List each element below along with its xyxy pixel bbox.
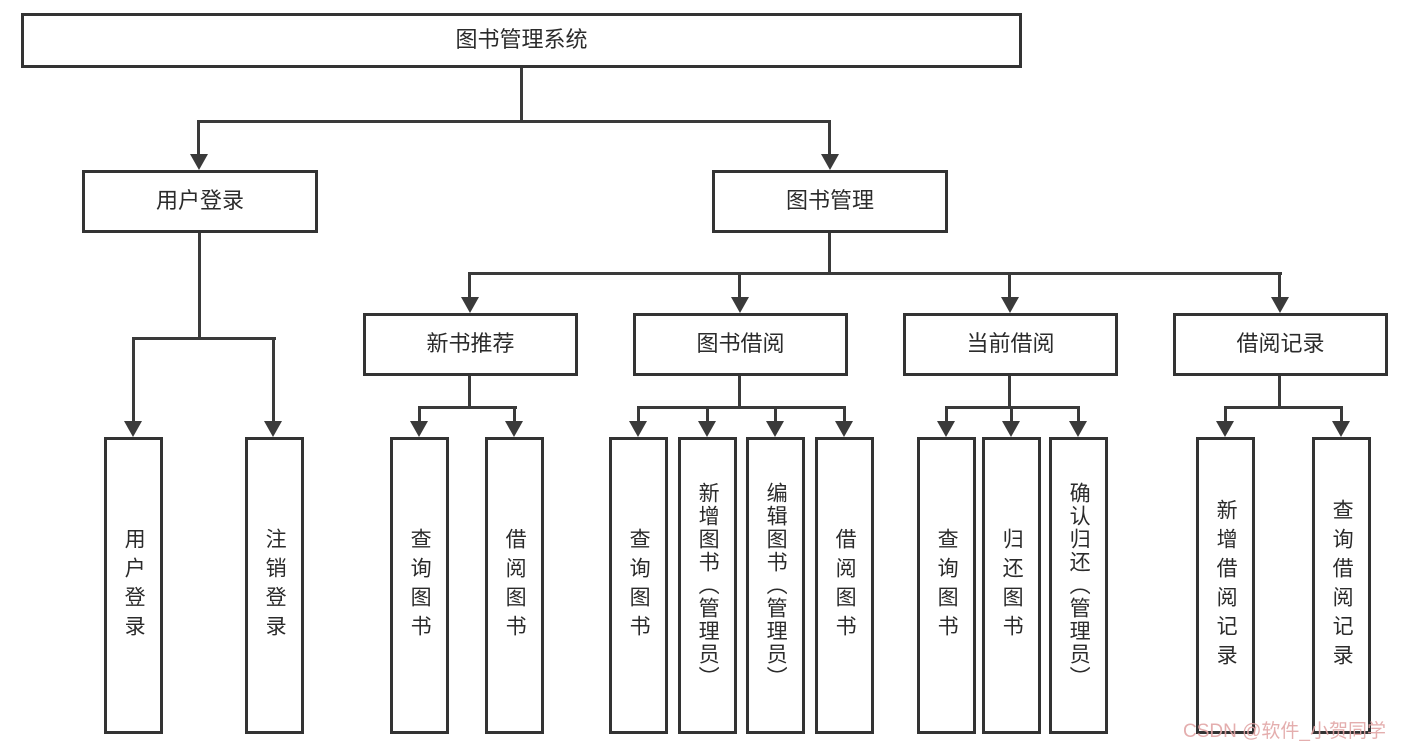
arrowhead-down-icon bbox=[1069, 421, 1087, 437]
node-return-books: 归还图书 bbox=[982, 437, 1041, 734]
connector-hline bbox=[418, 406, 517, 409]
arrowhead-down-icon bbox=[1332, 421, 1350, 437]
connector-hline bbox=[198, 120, 831, 123]
connector-vline bbox=[198, 233, 201, 339]
node-confirm-return-admin: 确认归还（管理员） bbox=[1049, 437, 1108, 734]
connector-vline bbox=[738, 272, 741, 299]
connector-vline bbox=[468, 376, 471, 408]
arrowhead-down-icon bbox=[505, 421, 523, 437]
connector-vline bbox=[843, 406, 846, 423]
arrowhead-down-icon bbox=[1002, 421, 1020, 437]
arrowhead-down-icon bbox=[698, 421, 716, 437]
node-query-books: 查询图书 bbox=[917, 437, 976, 734]
arrowhead-down-icon bbox=[1271, 297, 1289, 313]
node-user-login: 用户登录 bbox=[82, 170, 318, 233]
connector-vline bbox=[272, 337, 275, 423]
connector-vline bbox=[637, 406, 640, 423]
arrowhead-down-icon bbox=[190, 154, 208, 170]
connector-vline bbox=[945, 406, 948, 423]
node-logout: 注销登录 bbox=[245, 437, 304, 734]
connector-vline bbox=[132, 337, 135, 423]
node-library-management-system: 图书管理系统 bbox=[21, 13, 1022, 68]
arrowhead-down-icon bbox=[410, 421, 428, 437]
arrowhead-down-icon bbox=[766, 421, 784, 437]
connector-hline bbox=[132, 337, 276, 340]
node-current-borrowing: 当前借阅 bbox=[903, 313, 1118, 376]
connector-vline bbox=[1077, 406, 1080, 423]
arrowhead-down-icon bbox=[731, 297, 749, 313]
connector-hline bbox=[637, 406, 846, 409]
arrowhead-down-icon bbox=[1001, 297, 1019, 313]
node-query-books: 查询图书 bbox=[609, 437, 668, 734]
connector-vline bbox=[418, 406, 421, 423]
connector-vline bbox=[1008, 272, 1011, 299]
connector-hline bbox=[468, 272, 1282, 275]
arrowhead-down-icon bbox=[835, 421, 853, 437]
connector-vline bbox=[828, 233, 831, 274]
arrowhead-down-icon bbox=[461, 297, 479, 313]
connector-vline bbox=[197, 120, 200, 156]
connector-vline bbox=[468, 272, 471, 299]
node-book-management: 图书管理 bbox=[712, 170, 948, 233]
node-borrow-books: 借阅图书 bbox=[485, 437, 544, 734]
node-edit-books-admin: 编辑图书（管理员） bbox=[746, 437, 805, 734]
arrowhead-down-icon bbox=[629, 421, 647, 437]
node-new-book-recommendation: 新书推荐 bbox=[363, 313, 578, 376]
connector-vline bbox=[706, 406, 709, 423]
arrowhead-down-icon bbox=[124, 421, 142, 437]
connector-vline bbox=[738, 376, 741, 408]
connector-vline bbox=[774, 406, 777, 423]
csdn-watermark: CSDN @软件_小贺同学 bbox=[1183, 721, 1386, 742]
node-query-borrow-record: 查询借阅记录 bbox=[1312, 437, 1371, 734]
arrowhead-down-icon bbox=[821, 154, 839, 170]
connector-vline bbox=[513, 406, 516, 423]
node-book-borrowing: 图书借阅 bbox=[633, 313, 848, 376]
node-user-login-leaf: 用户登录 bbox=[104, 437, 163, 734]
connector-vline bbox=[1278, 272, 1281, 299]
connector-vline bbox=[828, 120, 831, 156]
connector-hline bbox=[1224, 406, 1342, 409]
node-query-books: 查询图书 bbox=[390, 437, 449, 734]
connector-vline bbox=[1278, 376, 1281, 408]
node-borrowing-records: 借阅记录 bbox=[1173, 313, 1388, 376]
arrowhead-down-icon bbox=[1216, 421, 1234, 437]
connector-vline bbox=[1224, 406, 1227, 423]
connector-vline bbox=[520, 68, 523, 123]
connector-vline bbox=[1010, 406, 1013, 423]
node-add-books-admin: 新增图书（管理员） bbox=[678, 437, 737, 734]
arrowhead-down-icon bbox=[937, 421, 955, 437]
connector-vline bbox=[1340, 406, 1343, 423]
connector-vline bbox=[1008, 376, 1011, 408]
node-add-borrow-record: 新增借阅记录 bbox=[1196, 437, 1255, 734]
node-borrow-books: 借阅图书 bbox=[815, 437, 874, 734]
arrowhead-down-icon bbox=[264, 421, 282, 437]
